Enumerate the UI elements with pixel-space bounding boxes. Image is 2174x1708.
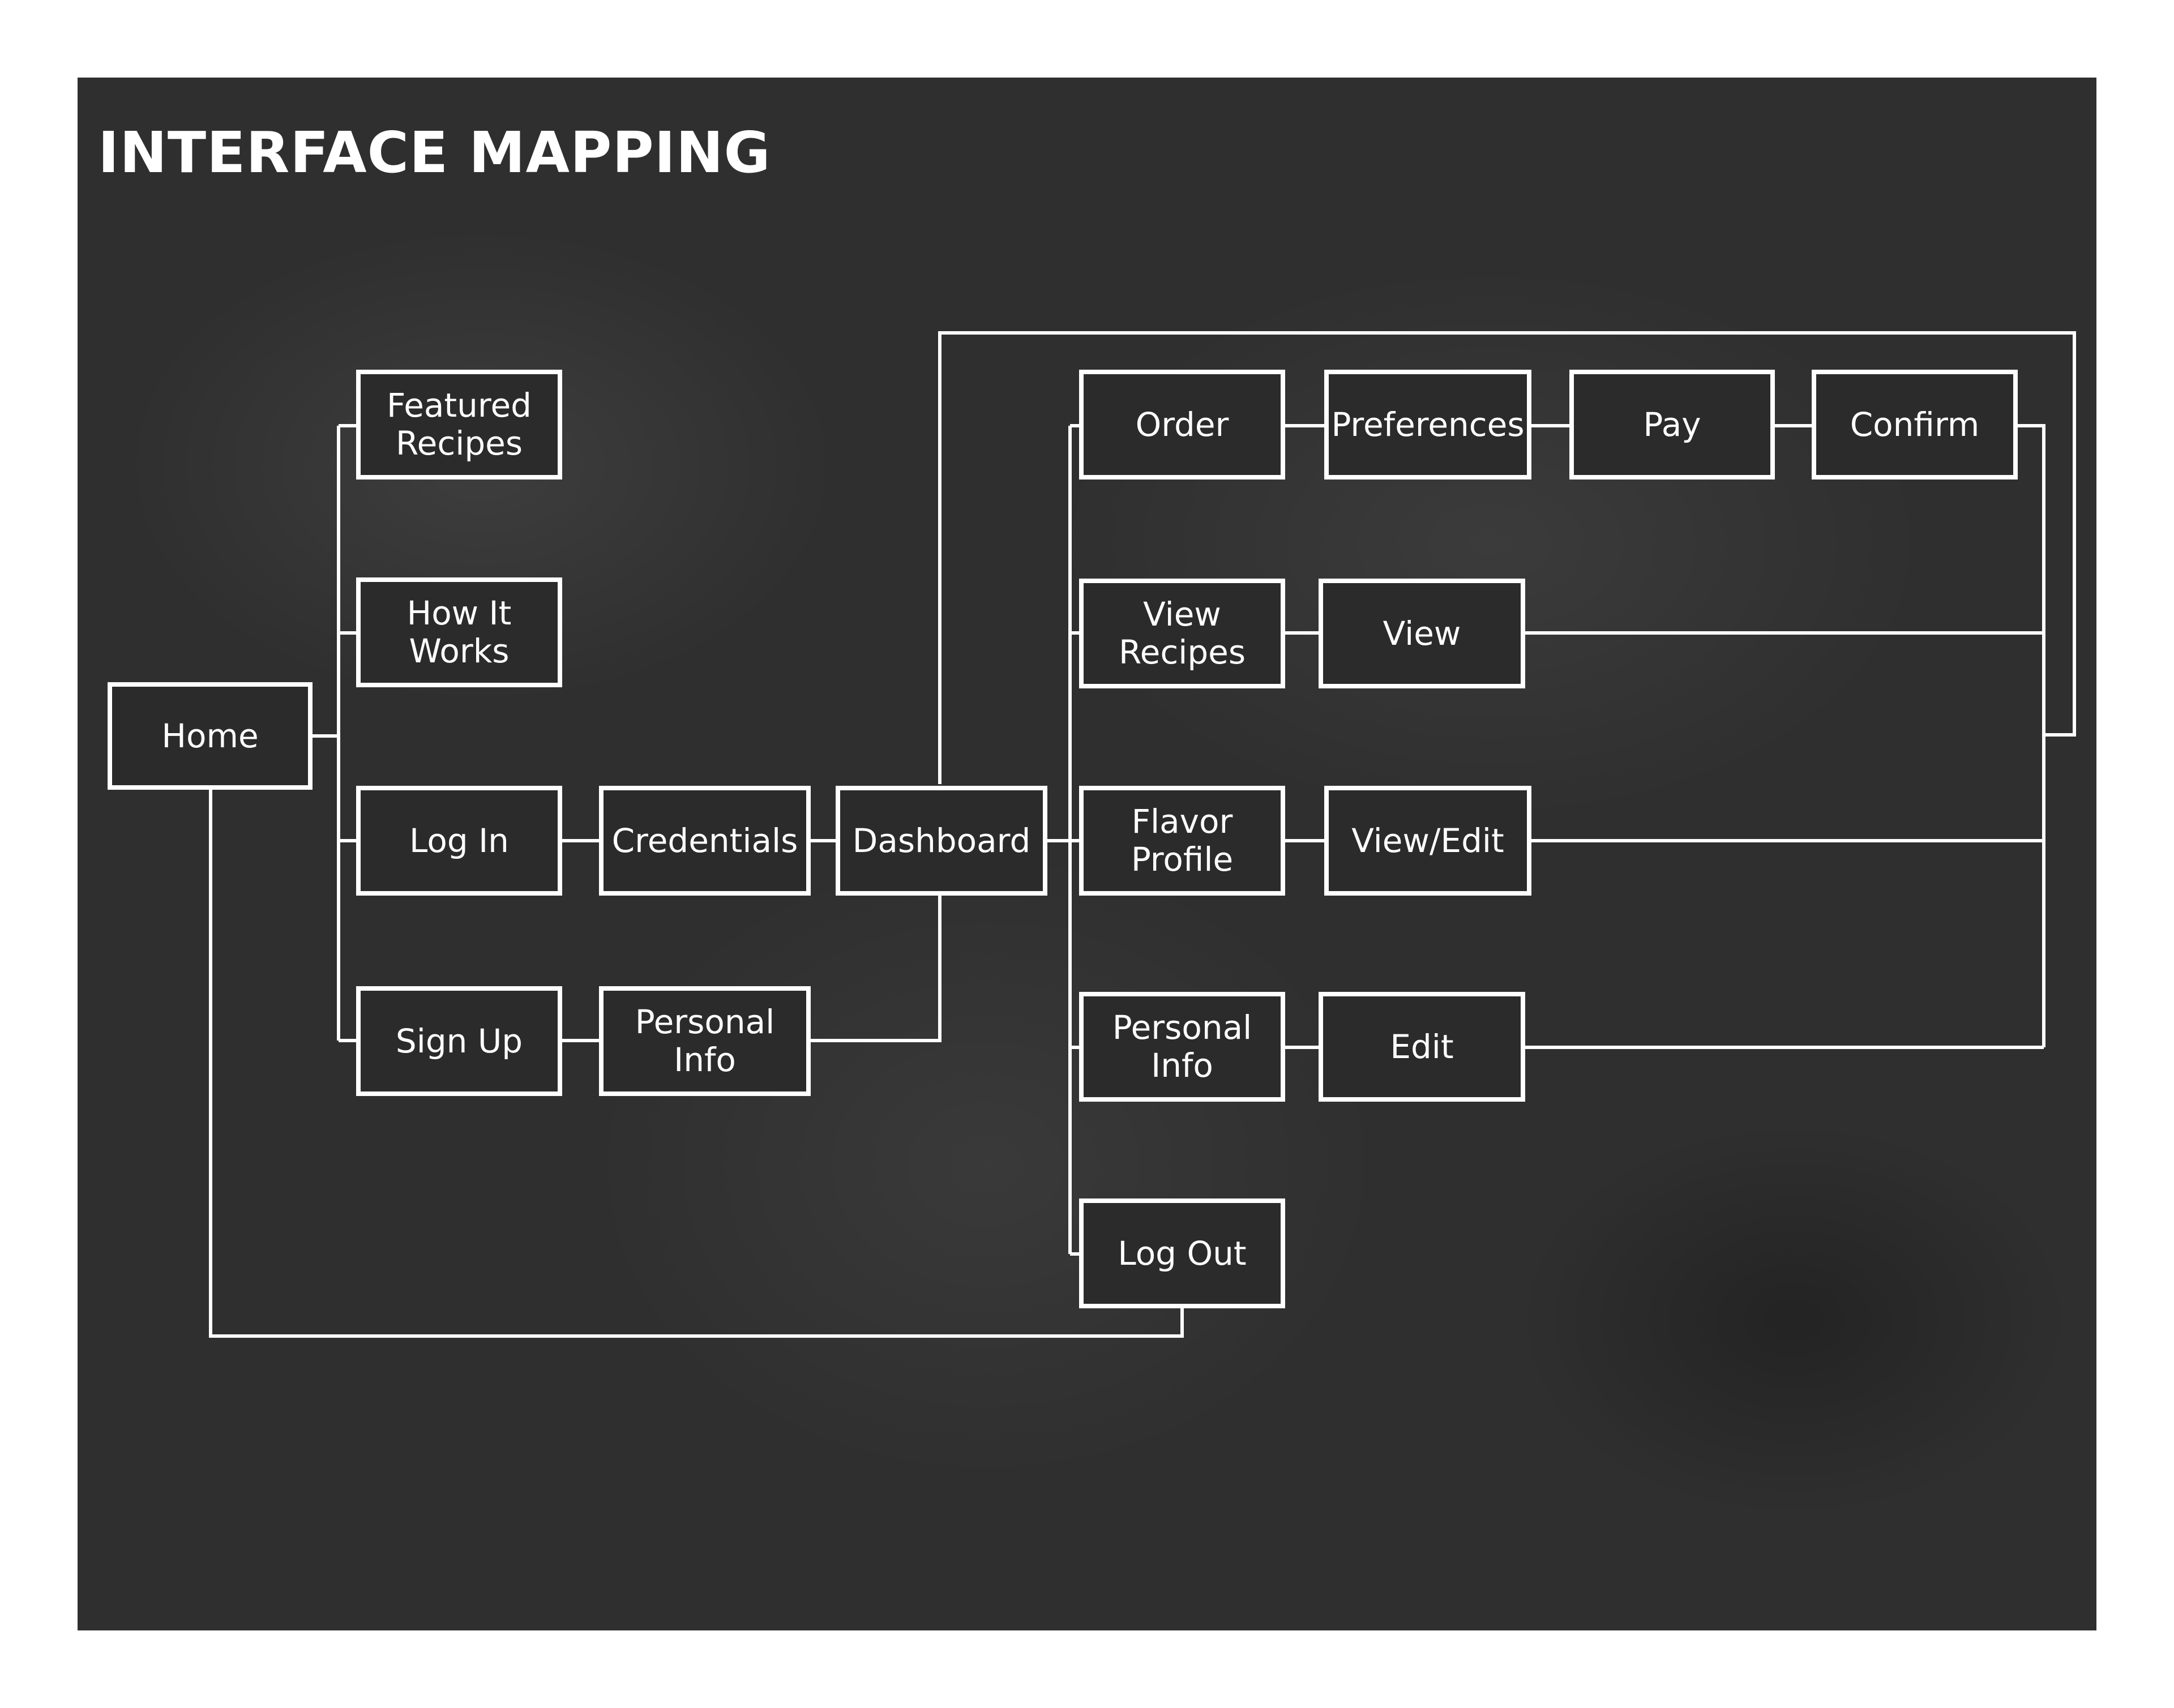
node-log-out-label: Log Out — [1118, 1234, 1247, 1273]
node-dashboard[interactable]: Dashboard — [836, 786, 1047, 896]
connector-dashboard-top-loop — [938, 331, 2076, 784]
node-how-it-works-label: How It Works — [406, 594, 512, 670]
node-flavor-profile[interactable]: Flavor Profile — [1079, 786, 1285, 896]
connector-logout-home — [209, 790, 1184, 1338]
node-view-recipes-label: View Recipes — [1118, 595, 1246, 671]
node-sign-up-label: Sign Up — [395, 1021, 523, 1060]
node-credentials-label: Credentials — [611, 821, 798, 860]
node-confirm[interactable]: Confirm — [1812, 370, 2018, 480]
node-preferences-label: Preferences — [1331, 405, 1525, 444]
node-view-edit-label: View/Edit — [1351, 821, 1504, 860]
node-flavor-profile-label: Flavor Profile — [1131, 802, 1234, 879]
node-sign-up[interactable]: Sign Up — [356, 986, 562, 1096]
node-preferences[interactable]: Preferences — [1324, 370, 1531, 480]
node-personal-info-dash-label: Personal Info — [1112, 1008, 1252, 1085]
node-view[interactable]: View — [1319, 579, 1525, 688]
node-featured-recipes-label: Featured Recipes — [387, 386, 532, 463]
connector-personal-info-dashboard — [808, 896, 942, 1042]
node-confirm-label: Confirm — [1850, 405, 1980, 444]
node-log-in-label: Log In — [409, 821, 509, 860]
page-title: INTERFACE MAPPING — [98, 119, 771, 186]
node-home[interactable]: Home — [108, 682, 313, 790]
node-view-edit[interactable]: View/Edit — [1324, 786, 1531, 896]
connector-confirm-return — [2015, 424, 2045, 1047]
node-view-recipes[interactable]: View Recipes — [1079, 579, 1285, 688]
node-pay-label: Pay — [1643, 405, 1701, 444]
node-view-label: View — [1383, 614, 1461, 653]
node-featured-recipes[interactable]: Featured Recipes — [356, 370, 562, 480]
node-personal-info-signup[interactable]: Personal Info — [599, 986, 811, 1096]
node-edit[interactable]: Edit — [1319, 992, 1525, 1102]
node-log-out[interactable]: Log Out — [1079, 1198, 1285, 1308]
node-dashboard-label: Dashboard — [852, 821, 1031, 860]
node-personal-info-signup-label: Personal Info — [635, 1003, 775, 1079]
node-order[interactable]: Order — [1079, 370, 1285, 480]
node-credentials[interactable]: Credentials — [599, 786, 811, 896]
node-order-label: Order — [1135, 405, 1229, 444]
node-personal-info-dash[interactable]: Personal Info — [1079, 992, 1285, 1102]
node-log-in[interactable]: Log In — [356, 786, 562, 896]
node-edit-label: Edit — [1390, 1027, 1454, 1066]
node-how-it-works[interactable]: How It Works — [356, 577, 562, 687]
node-pay[interactable]: Pay — [1569, 370, 1775, 480]
node-home-label: Home — [161, 716, 259, 755]
